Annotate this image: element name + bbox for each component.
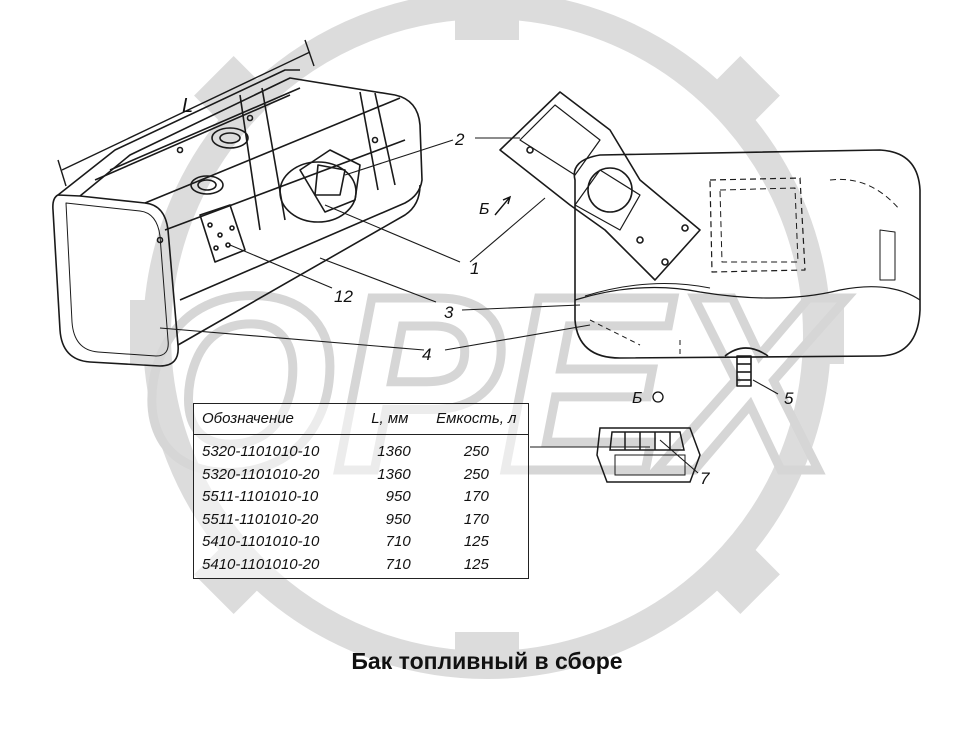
- table-header-capacity: Емкость, л: [436, 410, 517, 427]
- table-cell-length: 1360: [377, 443, 411, 460]
- leader-lines: [159, 137, 779, 474]
- table-row: 5410-1101010-10 710 125: [194, 531, 528, 554]
- table-cell-designation: 5410-1101010-10: [202, 533, 320, 550]
- table-cell-capacity: 125: [463, 533, 489, 550]
- table-cell-capacity: 170: [463, 510, 489, 528]
- callout-7: 7: [700, 469, 710, 488]
- table-cell-length: 710: [385, 555, 411, 573]
- spec-table: Обозначение L, мм Емкость, л 5320-110101…: [193, 403, 529, 579]
- view-b-marker-icon: [652, 391, 664, 403]
- callout-3: 3: [444, 303, 454, 322]
- table-header-row: Обозначение L, мм Емкость, л: [194, 404, 528, 435]
- callout-2: 2: [454, 130, 465, 149]
- dimension-label-l: L: [182, 95, 193, 117]
- gear-teeth: [130, 0, 844, 672]
- view-b-arrow-icon: [494, 195, 512, 216]
- table-cell-designation: 5511-1101010-10: [202, 488, 319, 505]
- table-row: 5511-1101010-20 950 170: [194, 509, 528, 532]
- table-body: 5320-1101010-10 1360 250 5320-1101010-20…: [194, 435, 528, 576]
- table-row: 5320-1101010-10 1360 250: [194, 441, 528, 464]
- table-cell-capacity: 125: [463, 555, 489, 573]
- view-b-title: Б: [632, 390, 642, 407]
- table-cell-capacity: 250: [463, 465, 489, 483]
- table-cell-designation: 5320-1101010-10: [202, 443, 320, 460]
- table-cell-designation: 5320-1101010-20: [202, 465, 320, 483]
- table-cell-designation: 5511-1101010-20: [202, 510, 319, 528]
- view-b-arrow-label: Б: [479, 201, 489, 218]
- table-cell-capacity: 170: [463, 488, 489, 505]
- callout-1: 1: [470, 259, 479, 278]
- table-header-length: L, мм: [371, 410, 409, 427]
- table-row: 5511-1101010-10 950 170: [194, 486, 528, 509]
- table-cell-designation: 5410-1101010-20: [202, 555, 320, 573]
- table-row: 5320-1101010-20 1360 250: [194, 464, 528, 487]
- table-cell-length: 950: [385, 488, 411, 505]
- callout-4: 4: [422, 345, 431, 364]
- table-cell-length: 1360: [377, 465, 411, 483]
- fuel-tank-right: [499, 91, 921, 387]
- table-cell-capacity: 250: [463, 443, 489, 460]
- table-cell-length: 710: [385, 533, 411, 550]
- table-row: 5410-1101010-20 710 125: [194, 554, 528, 577]
- table-header-designation: Обозначение: [202, 410, 294, 427]
- callout-5: 5: [784, 389, 794, 408]
- page-title: Бак топливный в сборе: [351, 648, 623, 674]
- dimension-line-l: [57, 39, 315, 187]
- table-cell-length: 950: [385, 510, 411, 528]
- fuel-tank-left: [52, 69, 423, 367]
- callout-12: 12: [334, 287, 353, 306]
